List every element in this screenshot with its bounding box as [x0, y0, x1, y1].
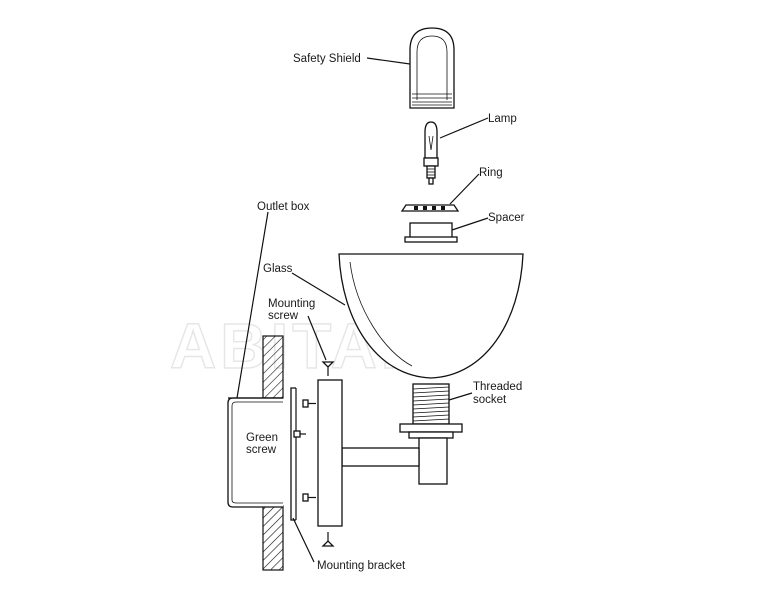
- mounting-bracket: [290, 387, 297, 521]
- mounting-screw-top: [321, 361, 335, 376]
- label-threaded-socket-1: Threaded: [473, 381, 522, 393]
- spacer-part: [404, 222, 458, 243]
- threaded-socket: [399, 383, 463, 485]
- bracket-screw-bottom: [302, 493, 316, 502]
- leader-lamp: [439, 117, 489, 139]
- label-mounting-screw-1: Mounting: [268, 298, 315, 310]
- leader-outlet-box: [236, 211, 269, 399]
- backplate: [317, 379, 343, 527]
- outlet-box: [227, 397, 283, 508]
- lamp-bulb: [423, 121, 439, 185]
- mounting-screw-bottom: [321, 532, 335, 547]
- label-green-screw-2: screw: [246, 444, 277, 456]
- leader-safety-shield: [366, 57, 411, 65]
- bracket-screw-top: [302, 399, 316, 408]
- label-safety-shield: Safety Shield: [293, 53, 361, 65]
- label-outlet-box: Outlet box: [257, 201, 310, 213]
- label-ring: Ring: [479, 167, 503, 179]
- label-glass: Glass: [263, 263, 293, 275]
- label-mounting-bracket: Mounting bracket: [317, 560, 406, 572]
- leader-glass: [291, 272, 346, 306]
- green-screw: [293, 430, 306, 438]
- leader-mounting-bracket: [292, 517, 315, 563]
- label-mounting-screw-2: screw: [268, 310, 299, 322]
- label-lamp: Lamp: [488, 113, 517, 125]
- label-spacer: Spacer: [488, 212, 525, 224]
- label-green-screw-1: Green: [246, 432, 278, 444]
- arm-tube: [341, 447, 420, 467]
- label-threaded-socket-2: socket: [473, 394, 507, 406]
- glass-bowl: [338, 253, 524, 379]
- ring-part: [400, 204, 460, 212]
- leader-ring: [449, 173, 480, 205]
- leader-spacer: [451, 217, 489, 231]
- leader-mounting-screw: [307, 315, 327, 361]
- leader-threaded-socket: [448, 392, 473, 401]
- wall-section: [262, 335, 284, 571]
- safety-shield: [409, 27, 455, 109]
